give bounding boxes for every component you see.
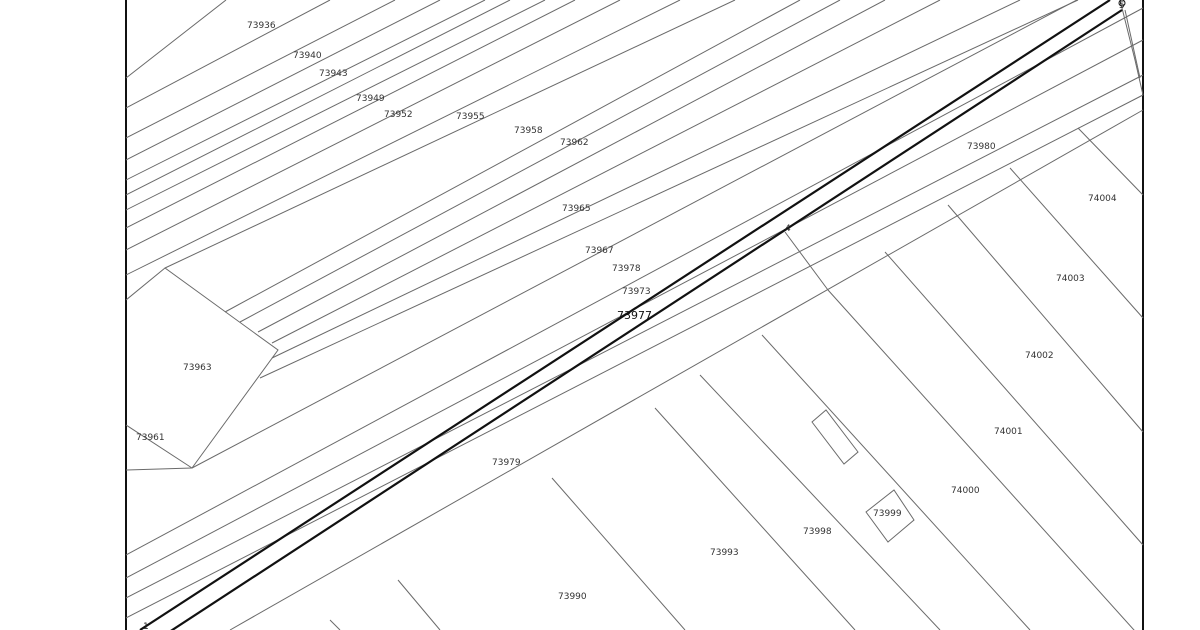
parcel-boundary <box>224 0 801 313</box>
parcel-boundary <box>125 74 1144 599</box>
parcel-boundary <box>551 477 686 630</box>
parcel-boundary <box>1119 0 1144 96</box>
parcel-boundary <box>125 0 331 109</box>
parcel-label: 73940 <box>293 51 322 61</box>
parcel-label: 74002 <box>1025 351 1054 361</box>
parcel-label: 73999 <box>873 509 902 519</box>
parcel-label: 73936 <box>247 21 276 31</box>
parcel-label: 73952 <box>384 110 413 120</box>
parcel-boundary <box>761 334 1031 630</box>
parcel-boundary <box>125 0 441 161</box>
parcel-label: 73980 <box>967 142 996 152</box>
parcel-label: 74000 <box>951 486 980 496</box>
parcel-boundary <box>271 0 1021 359</box>
parcel-label: 73962 <box>560 138 589 148</box>
parcel-boundary <box>1009 167 1144 319</box>
survey-point-label: 1 <box>143 622 149 630</box>
parcel-boundary <box>125 0 621 251</box>
parcel-boundary <box>125 267 279 469</box>
parcel-boundary <box>397 579 441 630</box>
parcel-boundary <box>125 467 193 471</box>
survey-point-5-marker <box>1118 0 1126 7</box>
parcel-boundary <box>784 231 829 291</box>
parcel-label: 73958 <box>514 126 543 136</box>
southwest-band-parcels <box>125 0 1144 630</box>
parcel-label-road: 73977 <box>617 309 652 322</box>
parcel-boundary <box>947 204 1144 433</box>
parcel-label: 73973 <box>622 287 651 297</box>
map-frame <box>125 0 1144 630</box>
southeast-parcels <box>329 127 1144 630</box>
parcel-boundary <box>125 0 546 211</box>
parcel-boundary <box>125 0 396 139</box>
parcel-label: 74004 <box>1088 194 1117 204</box>
parcel-label: 73967 <box>585 246 614 256</box>
parcel-boundary <box>699 374 941 630</box>
parcel-boundary <box>271 0 941 344</box>
parcel-boundary <box>164 0 736 269</box>
road-edge-south <box>170 9 1123 630</box>
survey-points: 5 4 1 <box>143 0 1126 630</box>
parcel-boundary <box>125 0 681 276</box>
parcel-boundary <box>329 619 341 630</box>
parcel-boundary <box>125 0 576 229</box>
parcel-label: 73963 <box>183 363 212 373</box>
parcel-label: 74003 <box>1056 274 1085 284</box>
survey-point-label: 5 <box>1119 1 1125 11</box>
parcel-boundary <box>257 0 886 333</box>
building-footprints <box>811 409 915 543</box>
parcel-boundary <box>125 0 486 181</box>
parcel-label: 74001 <box>994 427 1023 437</box>
parcel-boundary <box>125 94 1144 619</box>
parcel-label: 73955 <box>456 112 485 122</box>
parcel-boundary <box>827 289 1135 630</box>
building-footprint <box>811 409 859 465</box>
parcel-label: 73949 <box>356 94 385 104</box>
parcel-label: 73978 <box>612 264 641 274</box>
parcel-label: 73990 <box>558 592 587 602</box>
parcel-boundary <box>125 0 227 79</box>
parcel-label: 73998 <box>803 527 832 537</box>
parcel-73963-outline <box>125 267 279 471</box>
parcel-boundary <box>1124 9 1141 79</box>
building-footprint <box>865 489 915 543</box>
road-edge-north <box>139 0 1111 630</box>
parcel-boundary <box>654 407 856 630</box>
east-corner-parcels <box>1119 0 1144 96</box>
parcel-boundary <box>229 109 1144 630</box>
parcel-labels: 73936 73940 73943 73949 73952 73955 7395… <box>136 21 1117 602</box>
parcel-boundary <box>125 0 511 196</box>
parcel-label: 73979 <box>492 458 521 468</box>
parcel-label: 73993 <box>710 548 739 558</box>
parcel-boundary <box>259 0 1079 379</box>
parcel-boundary <box>125 7 1144 556</box>
northwest-strip-parcels <box>125 0 1079 379</box>
parcel-label: 73943 <box>319 69 348 79</box>
survey-point-label: 4 <box>785 224 791 234</box>
parcel-boundary <box>884 251 1144 546</box>
road <box>139 0 1123 630</box>
parcel-label: 73965 <box>562 204 591 214</box>
parcel-boundary <box>191 0 1078 469</box>
parcel-boundary <box>1077 127 1144 196</box>
parcel-boundary <box>239 0 841 323</box>
parcel-label: 73961 <box>136 433 165 443</box>
